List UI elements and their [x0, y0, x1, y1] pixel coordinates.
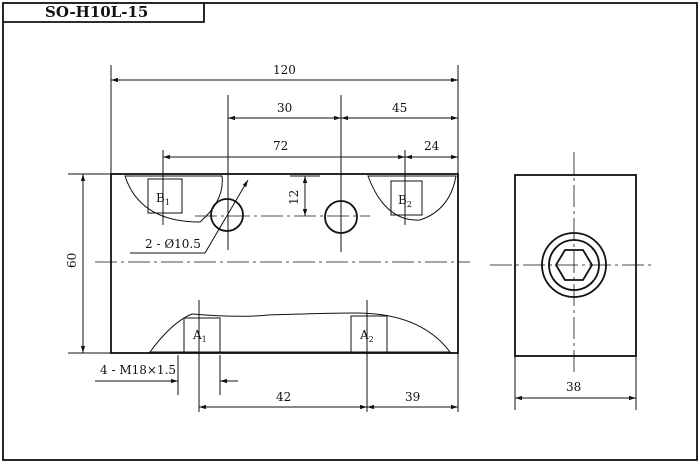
side-body-outline	[514, 174, 637, 357]
port-b1-label: B1	[156, 191, 170, 207]
port-b1	[147, 178, 183, 214]
dim-right-offset: 45	[392, 101, 407, 115]
port-a2	[350, 315, 388, 353]
dim-side-width: 38	[566, 380, 581, 394]
dim-port-b-spacing: 72	[273, 139, 288, 153]
port-a1-label: A1	[192, 328, 207, 344]
front-view: B1 B2 A1 A2 120 30 45 72 24	[65, 63, 470, 412]
port-a1	[183, 317, 221, 353]
front-body-outline	[110, 173, 459, 354]
dim-hole-offset: 12	[287, 190, 301, 205]
dim-port-a-spacing: 42	[276, 390, 291, 404]
port-a-section	[149, 312, 452, 353]
port-a2-label: A2	[359, 328, 374, 344]
dim-hole-spacing: 30	[277, 101, 292, 115]
holes-callout: 2 - Ø10.5	[145, 237, 201, 251]
dim-port-b2-offset: 24	[424, 139, 440, 153]
thread-callout: 4 - M18×1.5	[100, 363, 176, 377]
port-b1-section	[124, 175, 223, 223]
dim-overall-length: 120	[273, 63, 296, 77]
port-b2	[390, 180, 423, 216]
mounting-hole-1	[210, 198, 244, 232]
port-b2-section	[367, 175, 457, 221]
port-b2-label: B2	[398, 193, 412, 209]
drawing-title: SO-H10L-15	[45, 3, 148, 21]
dim-height: 60	[65, 253, 79, 268]
side-view: 38	[490, 152, 652, 410]
dim-port-a2-offset: 39	[405, 390, 420, 404]
title-box	[3, 3, 205, 23]
